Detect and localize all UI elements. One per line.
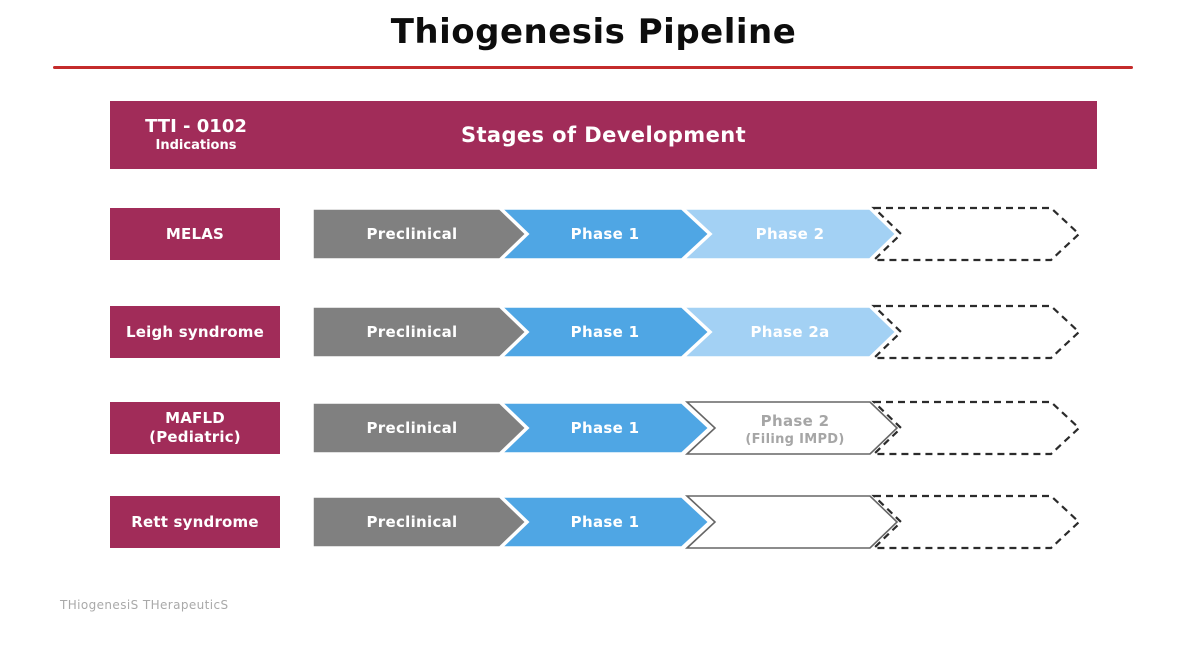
stages-header-title: Stages of Development [460,123,747,147]
preclinical-label: Preclinical [366,225,457,243]
title-underline [53,66,1133,69]
preclinical-arrow [312,304,530,360]
future-stage-dashed-arrow [871,206,1081,262]
preclinical-arrow [312,206,530,262]
phase1-label: Phase 1 [571,323,640,341]
preclinical-arrow [312,494,530,550]
stage-track-mafld: Preclinical Phase 1 Phase 2 (Filing IMPD… [312,400,1081,456]
future-stage-dashed-arrow [871,494,1081,550]
product-header: TTI - 0102 Indications [110,101,282,169]
preclinical-label: Preclinical [366,419,457,437]
indication-label-text: Leigh syndrome [126,322,264,341]
next-stage-planned-arrow [684,495,899,549]
indication-label-melas: MELAS [110,208,280,260]
preclinical-label: Preclinical [366,513,457,531]
product-name: TTI - 0102 [145,116,247,137]
indication-label-text: MELAS [165,224,225,243]
phase2-planned-arrow [684,401,899,455]
indication-label-text: Rett syndrome [131,512,259,531]
preclinical-arrow [312,400,530,456]
preclinical-label: Preclinical [366,323,457,341]
phase2-label: Phase 2 [756,225,825,243]
phase1-label: Phase 1 [571,225,640,243]
product-subtitle: Indications [155,138,237,153]
indication-label-subtext: (Pediatric) [149,428,241,446]
page-title: Thiogenesis Pipeline [390,12,797,52]
table-header-bar: TTI - 0102 Indications Stages of Develop… [110,101,1097,169]
stage-track-rett: Preclinical Phase 1 [312,494,1081,550]
future-stage-dashed-arrow [871,304,1081,360]
company-name: THiogenesiS THerapeuticS [60,598,229,612]
phase2-planned-sublabel: (Filing IMPD) [745,432,844,447]
phase2a-label: Phase 2a [750,323,829,341]
indication-label-mafld: MAFLD (Pediatric) [110,402,280,454]
indication-label-leigh: Leigh syndrome [110,306,280,358]
phase1-label: Phase 1 [571,513,640,531]
future-stage-dashed-arrow [871,400,1081,456]
stage-track-leigh: Preclinical Phase 1 Phase 2a [312,304,1081,360]
phase2-planned-label: Phase 2 [761,412,830,430]
indication-label-text: MAFLD [165,409,225,427]
phase1-label: Phase 1 [571,419,640,437]
stage-track-melas: Preclinical Phase 1 Phase 2 [312,206,1081,262]
indication-label-rett: Rett syndrome [110,496,280,548]
